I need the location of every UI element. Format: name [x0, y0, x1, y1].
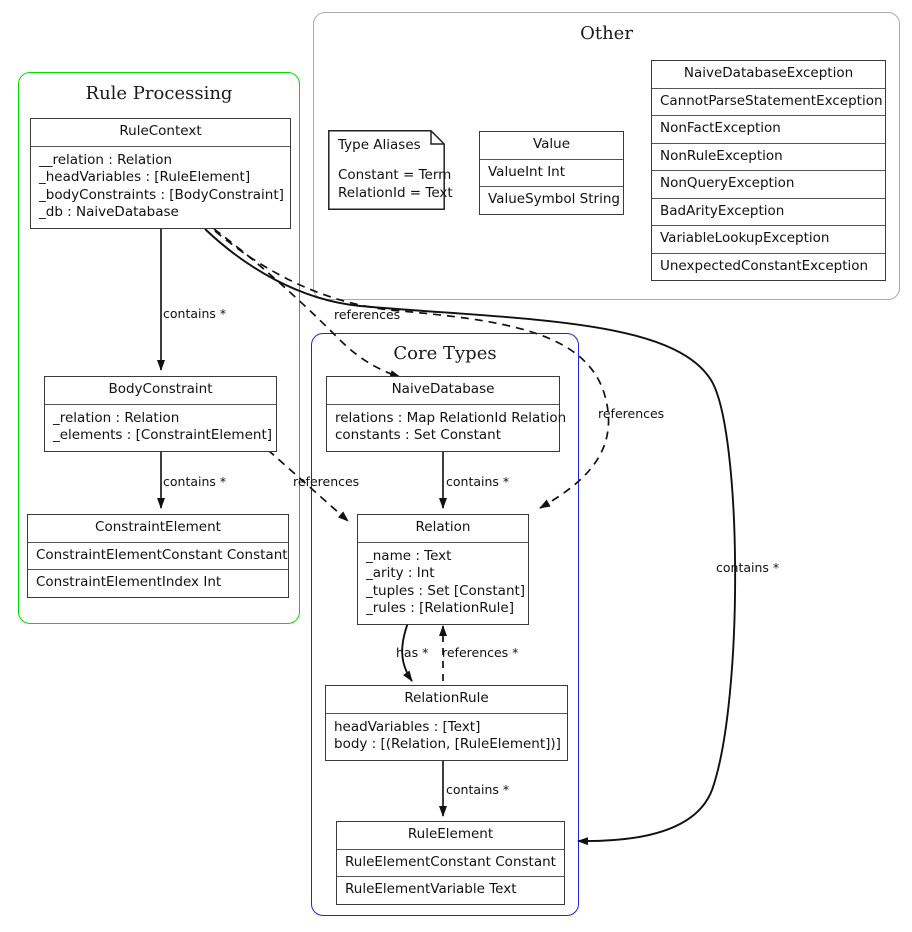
note-type-aliases: Type Aliases Constant = Term RelationId … [328, 130, 453, 210]
class-body-constraint[interactable]: BodyConstraint _relation : Relation _ele… [44, 376, 277, 452]
attribute: body : [(Relation, [RuleElement])] [334, 736, 561, 753]
exception-variant: UnexpectedConstantException [660, 257, 869, 274]
class-value-name: Value [480, 132, 623, 160]
class-relation[interactable]: Relation _name : Text _arity : Int _tupl… [357, 514, 529, 625]
class-rule-element-name: RuleElement [337, 822, 564, 850]
class-relation-rule-name: RelationRule [326, 686, 567, 714]
note-line: RelationId = Text [338, 184, 453, 201]
class-rule-context-attributes: __relation : Relation _headVariables : [… [31, 147, 290, 228]
class-constraint-element-variant: ConstraintElementIndex Int [36, 574, 222, 591]
class-rule-context-name: RuleContext [31, 119, 290, 147]
class-value-variant: ValueInt Int [480, 160, 623, 188]
class-value[interactable]: Value ValueInt Int ValueSymbol String [479, 131, 624, 215]
class-constraint-element-variant: ConstraintElementConstant Constant [28, 543, 288, 571]
exception-variant: CannotParseStatementException [652, 89, 885, 117]
class-constraint-element-name: ConstraintElement [28, 515, 288, 543]
class-naive-database-exception-name: NaiveDatabaseException [652, 61, 885, 89]
note-shape [328, 130, 445, 210]
exception-variant: NonFactException [652, 116, 885, 144]
edge-label-relationrule-ruleelement: contains * [446, 782, 510, 797]
note-line: Constant = Term [338, 166, 452, 183]
class-naive-database-exception[interactable]: NaiveDatabaseException CannotParseStatem… [651, 60, 886, 282]
class-relation-rule[interactable]: RelationRule headVariables : [Text] body… [325, 685, 568, 761]
attribute: _db : NaiveDatabase [39, 204, 179, 221]
class-naive-database-name: NaiveDatabase [327, 377, 559, 405]
exception-variant: NonRuleException [652, 144, 885, 172]
class-relation-rule-attributes: headVariables : [Text] body : [(Relation… [326, 714, 567, 760]
edge-label-naivedatabase-relation: contains * [446, 474, 510, 489]
attribute: _relation : Relation [53, 409, 180, 426]
attribute: _tuples : Set [Constant] [366, 582, 526, 599]
edge-label-rulecontext-relation: references [598, 406, 665, 421]
edge-label-bodyconstraint-constraintelement: contains * [163, 474, 227, 489]
class-relation-attributes: _name : Text _arity : Int _tuples : Set … [358, 543, 528, 624]
attribute: _bodyConstraints : [BodyConstraint] [39, 186, 284, 203]
attribute: relations : Map RelationId Relation [335, 409, 567, 426]
note-type-aliases-content: Type Aliases Constant = Term RelationId … [328, 130, 453, 210]
class-value-variant: ValueSymbol String [488, 191, 620, 208]
attribute: constants : Set Constant [335, 427, 502, 444]
class-rule-element-variant: RuleElementConstant Constant [337, 850, 564, 878]
attribute: __relation : Relation [39, 151, 173, 168]
package-core-types-title: Core Types [393, 343, 497, 364]
class-rule-context[interactable]: RuleContext __relation : Relation _headV… [30, 118, 291, 229]
class-naive-database[interactable]: NaiveDatabase relations : Map RelationId… [326, 376, 567, 452]
class-naive-database-attributes: relations : Map RelationId Relation cons… [327, 405, 567, 451]
class-rule-element[interactable]: RuleElement RuleElementConstant Constant… [336, 821, 565, 905]
edge-label-rulecontext-ruleelement: contains * [716, 560, 780, 575]
attribute: _arity : Int [366, 565, 435, 582]
class-rule-element-variant: RuleElementVariable Text [345, 881, 517, 898]
attribute: _rules : [RelationRule] [366, 600, 514, 617]
note-title: Type Aliases [338, 137, 421, 153]
package-other-title: Other [580, 23, 633, 44]
class-body-constraint-attributes: _relation : Relation _elements : [Constr… [45, 405, 276, 451]
note-spacer [338, 155, 435, 167]
exception-variant: VariableLookupException [652, 226, 885, 254]
attribute: _name : Text [366, 547, 452, 564]
edge-label-relationrule-relation: references * [442, 645, 519, 660]
attribute: _headVariables : [RuleElement] [39, 169, 251, 186]
class-constraint-element[interactable]: ConstraintElement ConstraintElementConst… [27, 514, 289, 598]
package-rule-processing-title: Rule Processing [85, 83, 233, 104]
exception-variant: NonQueryException [652, 171, 885, 199]
edge-label-rulecontext-bodyconstraint: contains * [163, 306, 227, 321]
class-body-constraint-name: BodyConstraint [45, 377, 276, 405]
edge-label-relation-relationrule: has * [396, 645, 429, 660]
edge-label-bodyconstraint-relation: references [293, 474, 360, 489]
attribute: headVariables : [Text] [334, 718, 481, 735]
edge-label-rulecontext-naivedatabase: references [334, 307, 401, 322]
exception-variant: BadArityException [652, 199, 885, 227]
attribute: _elements : [ConstraintElement] [53, 427, 272, 444]
class-relation-name: Relation [358, 515, 528, 543]
